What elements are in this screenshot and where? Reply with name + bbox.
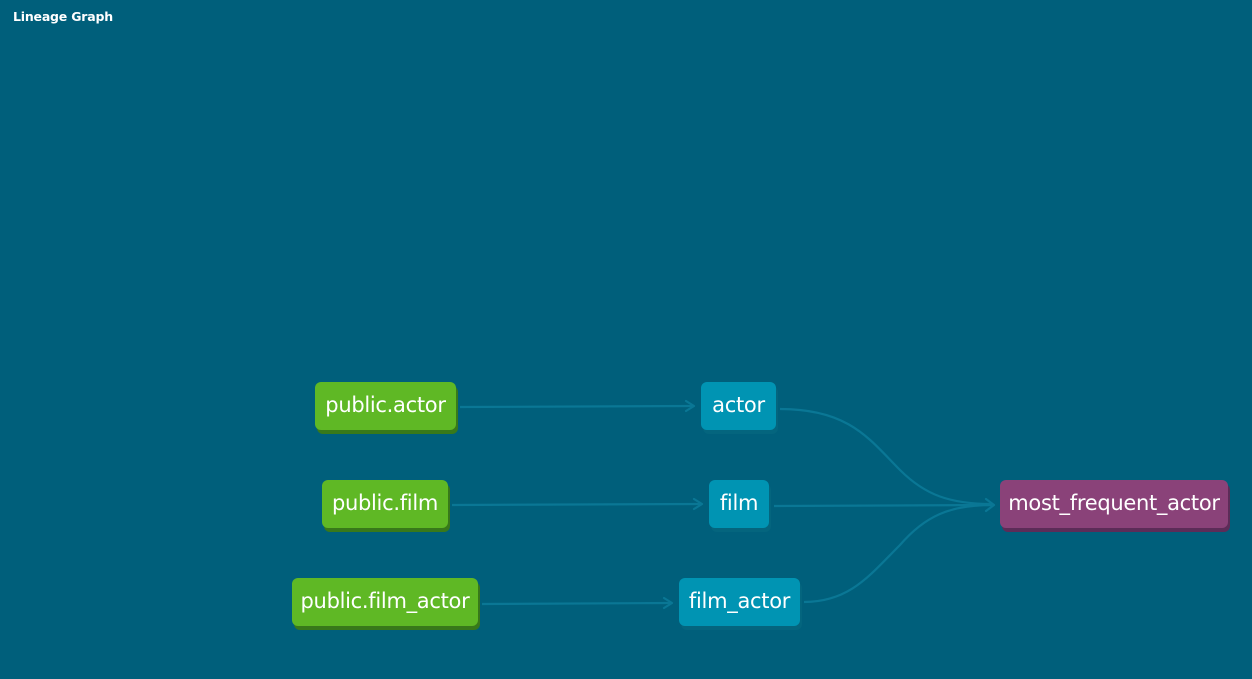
node-most-frequent-actor[interactable]: most_frequent_actor — [1000, 480, 1228, 528]
node-label: public.film_actor — [300, 589, 470, 613]
edge-public-actor-to-actor — [459, 404, 693, 409]
node-label: film_actor — [688, 589, 791, 613]
node-public-film[interactable]: public.film — [322, 480, 448, 528]
edge-arrow-most-frequent-actor — [984, 497, 996, 513]
node-label: public.film — [331, 491, 439, 515]
edge-arrow-actor — [684, 399, 696, 413]
edge-public-film-actor-to-film-actor — [481, 601, 671, 606]
node-label: film — [719, 491, 759, 515]
node-label: actor — [712, 393, 765, 417]
edge-film-to-most-frequent-actor — [773, 503, 993, 508]
panel-title: Lineage Graph — [13, 9, 113, 24]
node-film[interactable]: film — [709, 480, 769, 528]
node-actor[interactable]: actor — [701, 382, 776, 430]
edge-film-actor-to-most-frequent-actor — [803, 503, 993, 604]
node-public-actor[interactable]: public.actor — [315, 382, 456, 430]
edge-arrow-film — [692, 497, 704, 511]
node-public-film-actor[interactable]: public.film_actor — [292, 578, 478, 626]
node-label: most_frequent_actor — [1008, 491, 1220, 515]
edge-public-film-to-film — [451, 502, 701, 507]
edge-actor-to-most-frequent-actor — [779, 407, 993, 506]
node-label: public.actor — [325, 393, 446, 417]
node-film-actor[interactable]: film_actor — [679, 578, 800, 626]
edge-arrow-film-actor — [662, 596, 674, 610]
